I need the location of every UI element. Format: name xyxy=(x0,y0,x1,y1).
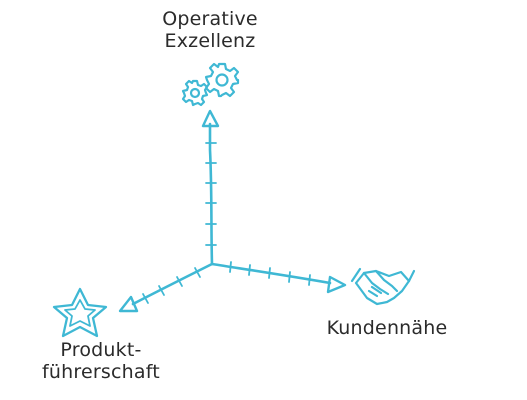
axis-ticks-kundennaehe xyxy=(229,261,311,286)
gears-icon xyxy=(181,62,240,107)
label-produktfuehrerschaft: Produkt- führerschaft xyxy=(26,339,176,383)
label-kundennaehe: Kundennähe xyxy=(312,317,462,339)
label-line: Operative xyxy=(162,8,258,30)
label-line: Exzellenz xyxy=(164,30,256,52)
label-line: Kundennähe xyxy=(326,317,448,339)
arrow-head-kundennaehe xyxy=(326,275,347,294)
handshake-icon xyxy=(350,267,416,306)
axis-line-produktfuehrerschaft xyxy=(131,262,214,306)
arrow-head-produktfuehrerschaft xyxy=(118,295,139,313)
axis-ticks-operative xyxy=(205,142,217,246)
label-line: führerschaft xyxy=(42,361,160,383)
axis-ticks-produktfuehrerschaft xyxy=(142,267,201,304)
axes-layer xyxy=(118,109,347,313)
label-line: Produkt- xyxy=(60,339,142,361)
star-icon xyxy=(52,287,108,338)
arrow-head-operative xyxy=(201,109,220,128)
axis-line-operative xyxy=(208,122,214,266)
label-operative-exzellenz: Operative Exzellenz xyxy=(140,8,280,52)
